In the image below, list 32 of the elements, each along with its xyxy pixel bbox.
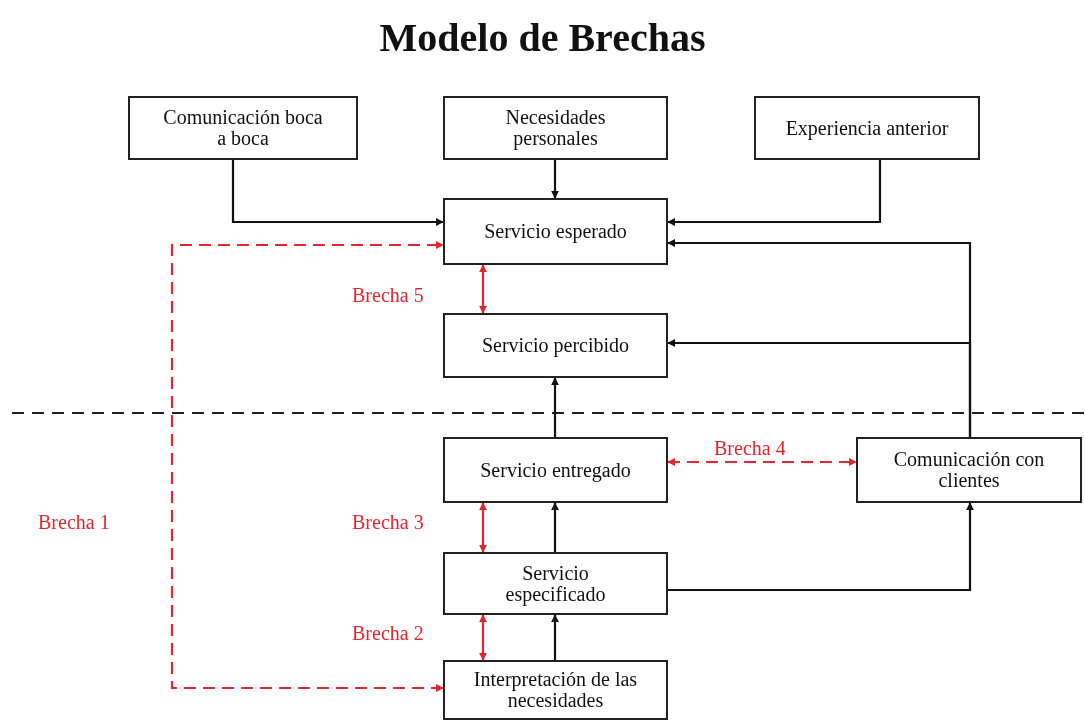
arrow: [170, 241, 444, 692]
arrow: [479, 264, 487, 314]
process-box: [128, 96, 358, 160]
arrow: [479, 502, 487, 553]
process-box: [443, 96, 668, 160]
process-box: [443, 660, 668, 720]
arrow: [479, 614, 487, 661]
box-label: Comunicación boca a boca: [162, 107, 324, 149]
process-box: [443, 198, 668, 265]
box-label: Servicio entregado: [479, 459, 632, 481]
box-label: Necesidades personales: [504, 107, 607, 149]
box-label: Comunicación con clientes: [892, 449, 1046, 491]
process-box: [754, 96, 980, 160]
arrow: [667, 458, 857, 466]
arrow: [551, 377, 559, 437]
diagram-title: Modelo de Brechas: [378, 14, 707, 61]
arrow: [667, 339, 972, 437]
arrow: [551, 160, 559, 199]
box-label: Servicio esperado: [483, 221, 628, 242]
process-box: [443, 552, 668, 615]
arrow: [667, 160, 882, 226]
process-box: [443, 437, 668, 503]
arrow: [551, 614, 559, 660]
box-label: Interpretación de las necesidades: [472, 669, 639, 711]
arrow: [668, 502, 974, 592]
arrow: [551, 502, 559, 552]
box-label: Servicio especificado: [504, 562, 607, 605]
arrow: [231, 160, 444, 226]
process-box: [443, 313, 668, 378]
box-label: Experiencia anterior: [784, 117, 950, 139]
box-label: Servicio percibido: [480, 335, 631, 356]
process-box: [856, 437, 1082, 503]
